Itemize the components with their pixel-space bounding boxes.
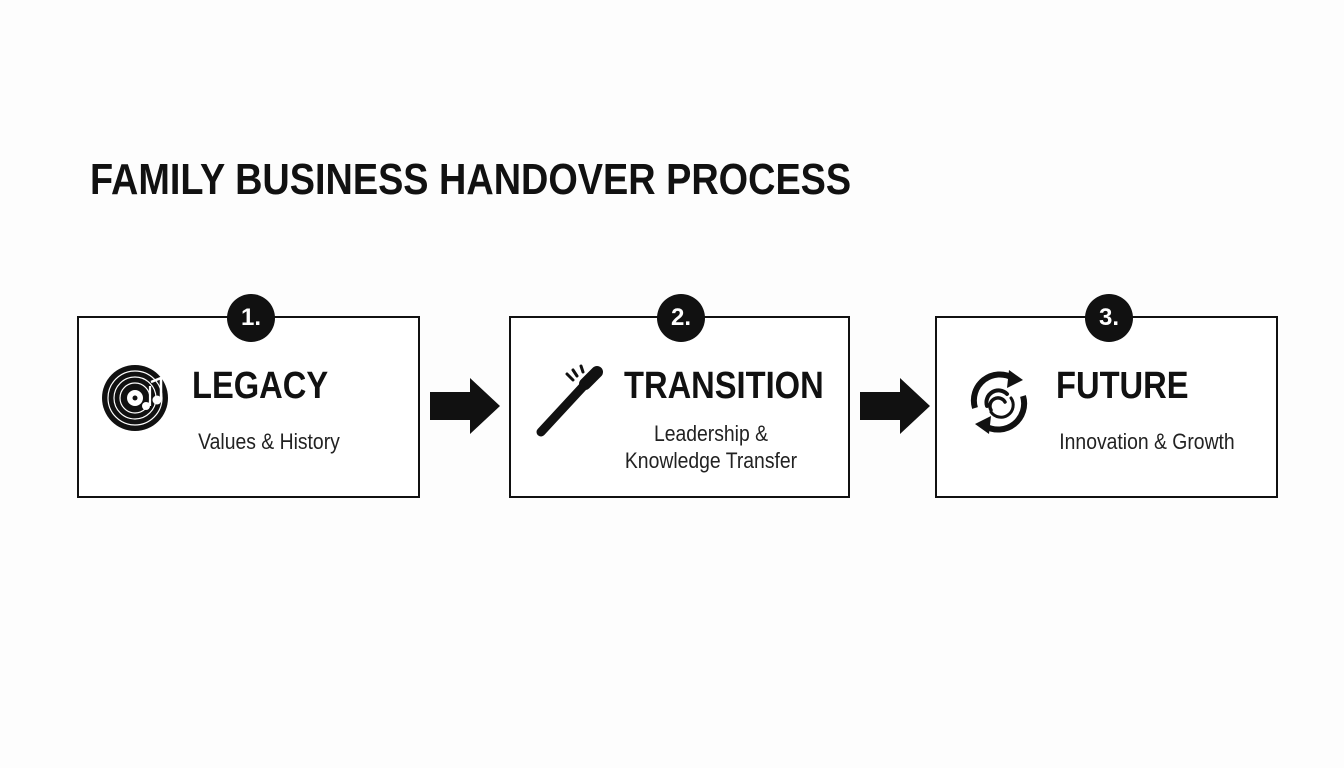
step-title: TRANSITION [624, 365, 824, 407]
step-title: FUTURE [1056, 365, 1189, 407]
cycle-arrows-icon [970, 370, 1028, 434]
step-description: Values & History [198, 429, 340, 454]
vinyl-record-icon [102, 365, 168, 431]
step-legacy: 1. LEGACY Values & History [77, 294, 420, 498]
step-future: 3. FUTURE Innovation & Growth [935, 294, 1278, 498]
step-transition: 2. TRANSITION Leadership & Knowledge Tra… [509, 294, 850, 498]
step-description: Leadership & Knowledge Transfer [624, 421, 798, 473]
step-number-badge: 3. [1085, 294, 1133, 342]
step-number-badge: 1. [227, 294, 275, 342]
diagram-title: FAMILY BUSINESS HANDOVER PROCESS [90, 155, 852, 204]
step-description: Innovation & Growth [1059, 429, 1235, 454]
step-number-badge: 2. [657, 294, 705, 342]
step-title: LEGACY [192, 365, 329, 407]
arrow-right-icon [430, 378, 500, 434]
baton-icon [536, 364, 603, 437]
arrow-right-icon [860, 378, 930, 434]
